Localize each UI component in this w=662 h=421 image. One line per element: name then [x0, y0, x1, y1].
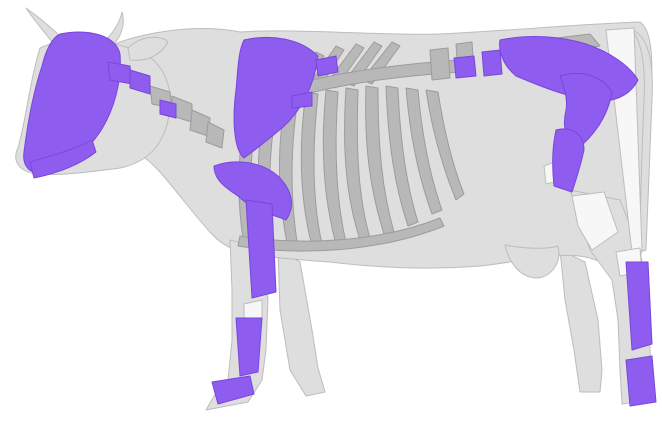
lumbar-vertebra	[454, 56, 476, 78]
rear-phalanges	[626, 356, 656, 406]
carpal	[244, 300, 262, 320]
far-hind-leg	[560, 250, 602, 392]
neck-vertebra	[108, 62, 132, 84]
udder	[505, 245, 559, 278]
lumbar-vertebra	[430, 48, 450, 80]
far-front-leg	[278, 250, 325, 396]
lumbar-vertebra	[482, 50, 502, 76]
front-cannon	[236, 318, 262, 376]
thoracic-vertebra	[316, 56, 338, 76]
